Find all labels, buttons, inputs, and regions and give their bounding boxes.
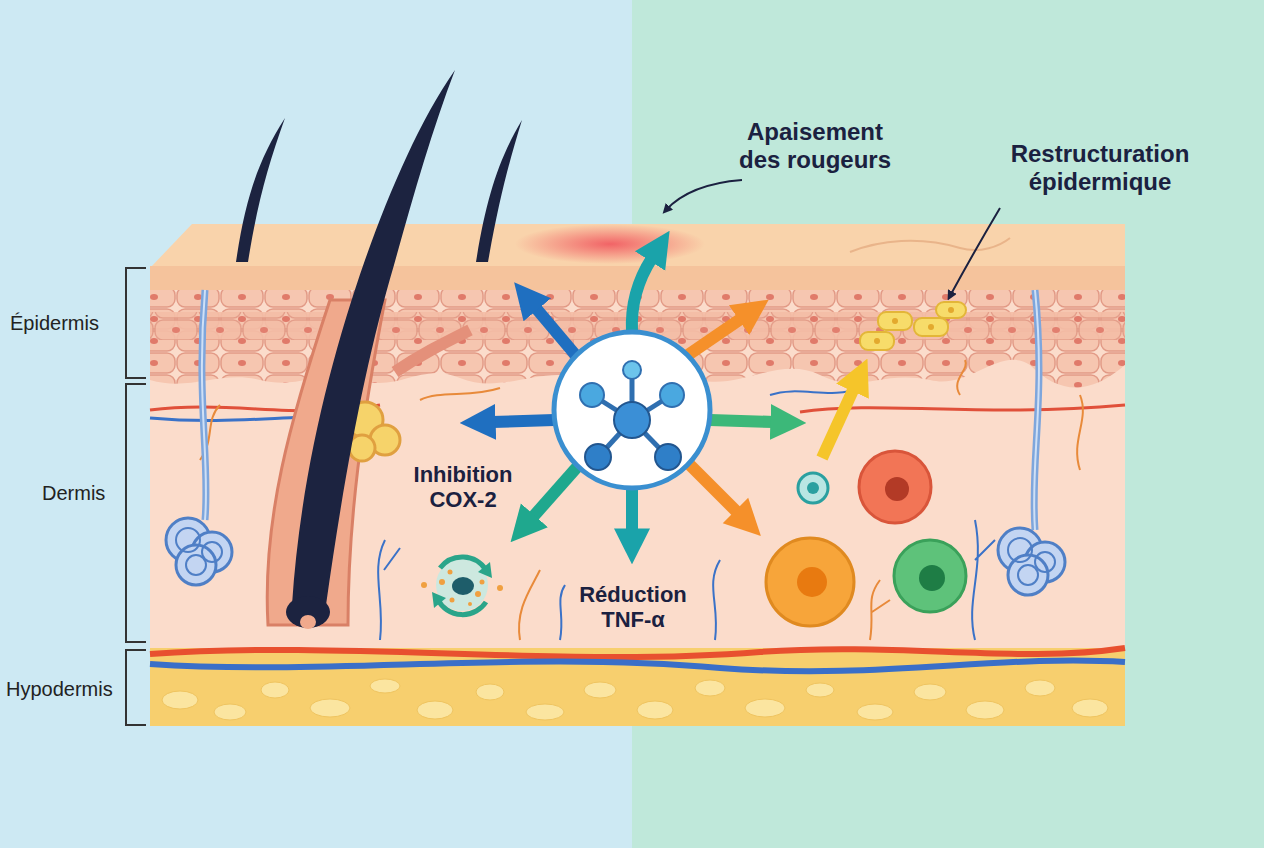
layer-label: Épidermis [10, 312, 99, 335]
layer-label: Hypodermis [6, 678, 113, 701]
mechanism-label: Inhibition COX-2 [398, 462, 528, 513]
effect-label: Restructuration épidermique [990, 140, 1210, 195]
effect-label: Apaisement des rougeurs [730, 118, 900, 173]
layer-label: Dermis [42, 482, 105, 505]
mechanism-label: Réduction TNF-α [568, 582, 698, 633]
